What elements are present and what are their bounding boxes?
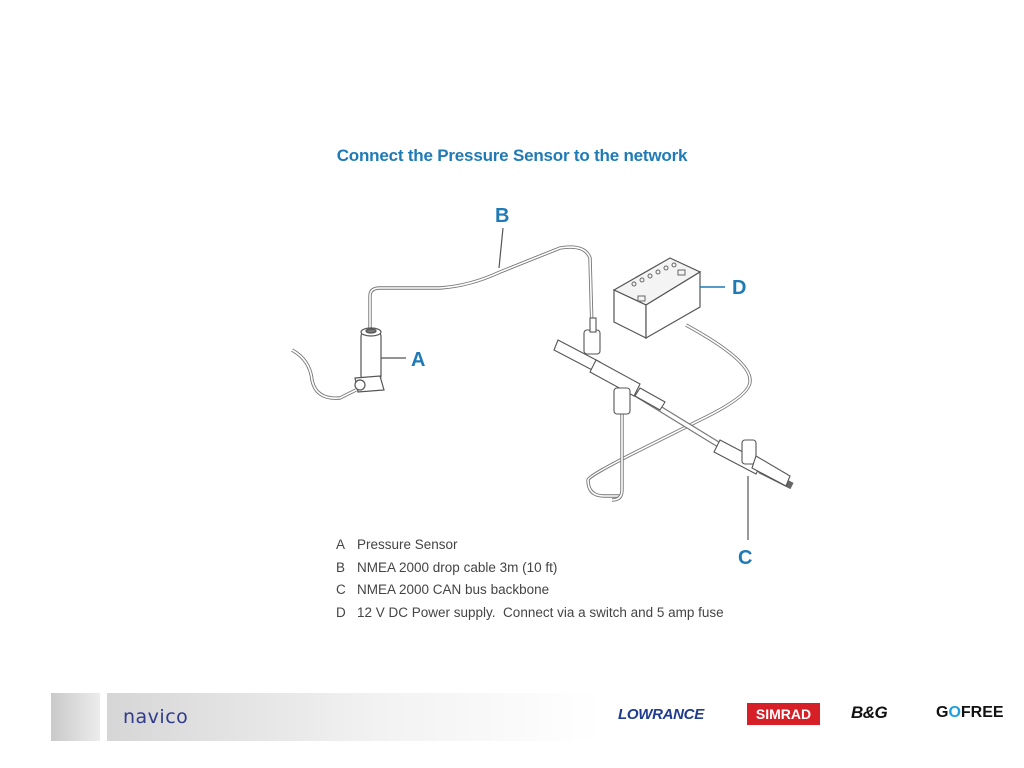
legend-text: Pressure Sensor xyxy=(357,537,458,552)
gofree-logo-o: O xyxy=(948,704,961,721)
callout-b: B xyxy=(495,205,509,227)
footer-bar: navico xyxy=(107,693,600,741)
gofree-logo-part: FREE xyxy=(960,704,1004,721)
legend-item: A Pressure Sensor xyxy=(336,534,724,557)
callout-d: D xyxy=(732,277,746,299)
legend-key: D xyxy=(336,604,346,620)
t-connector-end xyxy=(713,439,791,487)
callout-c: C xyxy=(738,547,752,569)
simrad-logo: SIMRAD xyxy=(747,703,820,725)
legend-text: NMEA 2000 CAN bus backbone xyxy=(357,582,550,597)
footer-accent-block xyxy=(51,693,100,741)
gofree-logo: GOFREE xyxy=(936,704,1004,722)
legend-key: C xyxy=(336,582,346,597)
legend-text: 12 V DC Power supply. Connect via a swit… xyxy=(357,604,724,620)
legend-item: D 12 V DC Power supply. Connect via a sw… xyxy=(336,602,724,625)
legend-key: B xyxy=(336,559,346,575)
t-connector-main xyxy=(553,317,666,415)
power-supply xyxy=(612,257,702,340)
legend-text: NMEA 2000 drop cable 3m (10 ft) xyxy=(357,559,558,575)
gofree-logo-part: G xyxy=(936,704,949,721)
legend-key: A xyxy=(336,537,346,552)
legend-item: C NMEA 2000 CAN bus backbone xyxy=(336,579,724,602)
callout-a: A xyxy=(411,349,425,371)
diagram-title: Connect the Pressure Sensor to the netwo… xyxy=(336,146,688,165)
pressure-sensor xyxy=(354,327,385,393)
lowrance-logo: LOWRANCE xyxy=(618,706,704,723)
navico-logo: navico xyxy=(123,706,189,728)
legend: A Pressure Sensor B NMEA 2000 drop cable… xyxy=(336,534,724,624)
legend-item: B NMEA 2000 drop cable 3m (10 ft) xyxy=(336,557,724,580)
bg-logo: B&G xyxy=(851,703,888,722)
